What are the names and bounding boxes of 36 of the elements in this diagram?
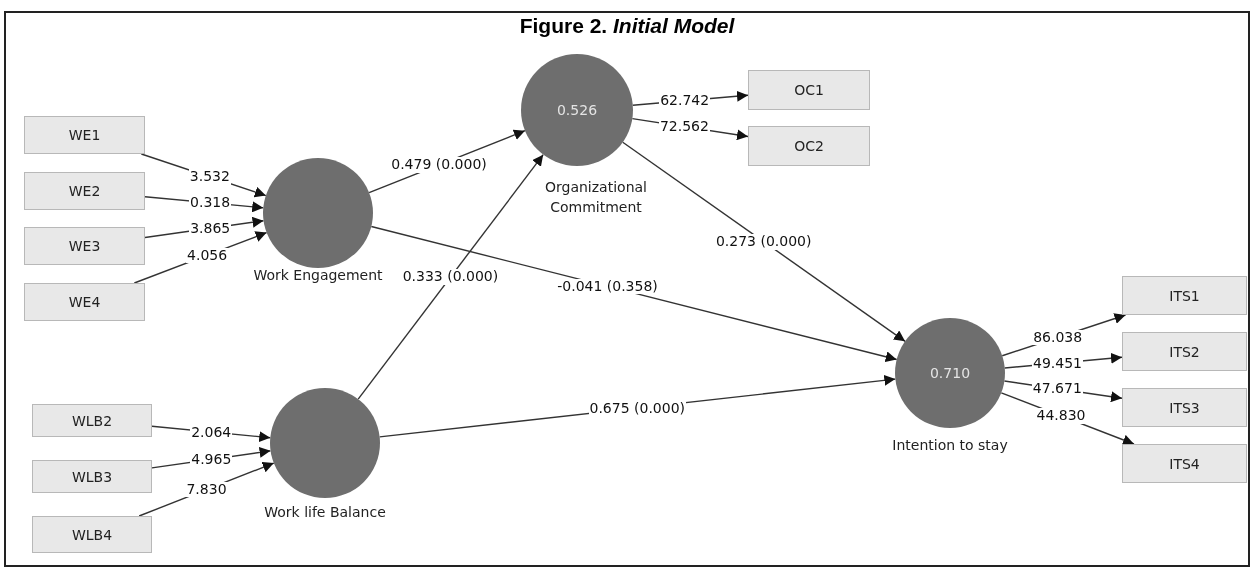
arrow xyxy=(370,225,898,363)
indicator-box: WE2 xyxy=(24,172,145,210)
edge-label: -0.041 (0.358) xyxy=(556,278,659,295)
indicator-box: WE1 xyxy=(24,116,145,154)
edge-label: 0.333 (0.000) xyxy=(401,269,500,285)
indicator-box: ITS4 xyxy=(1122,444,1247,483)
indicator-box: ITS3 xyxy=(1122,388,1247,427)
edge-label: 7.830 xyxy=(185,482,228,498)
indicator-box: WLB3 xyxy=(32,460,152,493)
edge-label: 3.532 xyxy=(188,169,231,185)
edge-label: 44.830 xyxy=(1035,408,1087,424)
latent-variable-circle: 0.526 xyxy=(521,54,633,166)
indicator-box: OC2 xyxy=(748,126,870,166)
construct-label: Work Engagement xyxy=(252,266,384,285)
construct-label: Organizational Commitment xyxy=(544,178,648,217)
indicator-box: ITS2 xyxy=(1122,332,1247,371)
edge-label: 4.056 xyxy=(186,247,229,264)
indicator-box: WE3 xyxy=(24,227,145,265)
edge-label: 0.479 (0.000) xyxy=(390,157,488,173)
indicator-box: WE4 xyxy=(24,283,145,321)
construct-label: Intention to stay xyxy=(891,436,1009,455)
indicator-box: ITS1 xyxy=(1122,276,1247,315)
arrow xyxy=(622,141,906,342)
construct-label: Work life Balance xyxy=(263,503,387,522)
indicator-box: OC1 xyxy=(748,70,870,110)
edge-label: 86.038 xyxy=(1032,329,1084,346)
edge-label: 0.273 (0.000) xyxy=(714,234,813,250)
edge-label: 72.562 xyxy=(658,119,710,135)
edge-label: 47.671 xyxy=(1031,381,1083,397)
arrow xyxy=(357,153,544,400)
indicator-box: WLB2 xyxy=(32,404,152,437)
indicator-box: WLB4 xyxy=(32,516,152,553)
edge-label: 0.675 (0.000) xyxy=(588,400,687,416)
edge-label: 2.064 xyxy=(190,424,233,440)
latent-variable-circle: 0.710 xyxy=(895,318,1005,428)
figure-title: Figure 2. Initial Model xyxy=(518,14,736,38)
